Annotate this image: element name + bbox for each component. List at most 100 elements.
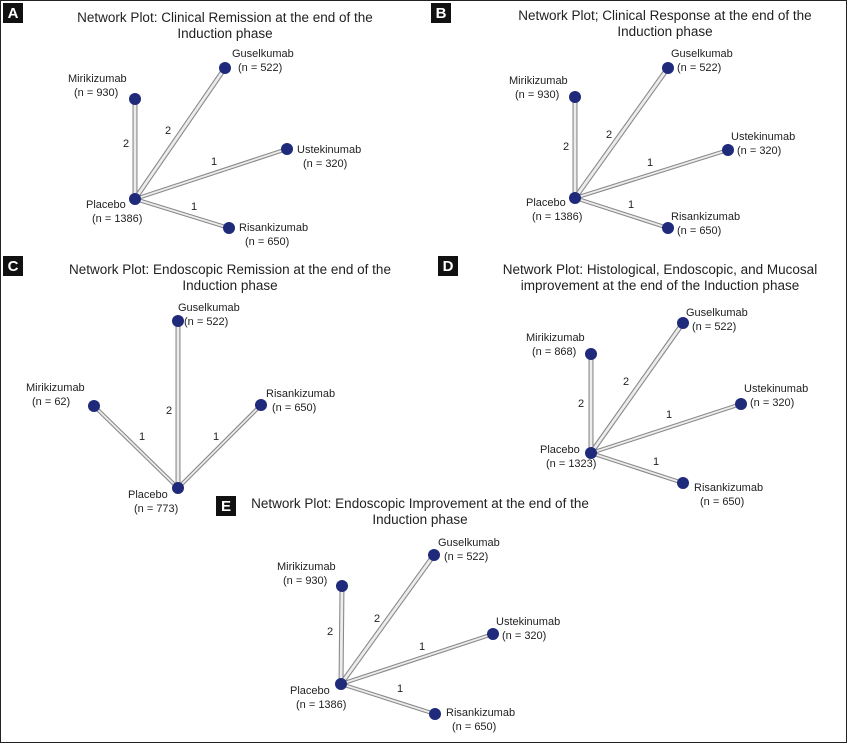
node-placebo [335, 678, 347, 690]
node-ustek [281, 143, 293, 155]
node-sample-size-risan: (n = 650) [677, 225, 721, 237]
panel-letter-badge [438, 256, 458, 276]
node-miri [585, 348, 597, 360]
node-sample-size-miri: (n = 868) [532, 346, 576, 358]
node-risan [223, 222, 235, 234]
edge-study-count-risan: 1 [397, 683, 403, 695]
node-label-miri: Mirikizumab [68, 73, 127, 85]
node-sample-size-placebo: (n = 773) [134, 503, 178, 515]
node-sample-size-placebo: (n = 1386) [532, 211, 582, 223]
node-ustek [487, 628, 499, 640]
node-sample-size-ustek: (n = 320) [502, 630, 546, 642]
node-gusel [677, 317, 689, 329]
edge-study-count-gusel: 2 [166, 405, 172, 417]
node-sample-size-ustek: (n = 320) [303, 158, 347, 170]
node-sample-size-placebo: (n = 1386) [296, 699, 346, 711]
node-label-risan: Risankizumab [671, 211, 740, 223]
panel-d: D Network Plot: Histological, Endoscopic,… [438, 256, 817, 508]
edge-line-inner-risan [574, 197, 669, 229]
node-label-miri: Mirikizumab [26, 382, 85, 394]
node-label-placebo: Placebo [540, 444, 580, 456]
node-label-placebo: Placebo [526, 197, 566, 209]
node-miri [88, 400, 100, 412]
node-sample-size-ustek: (n = 320) [737, 145, 781, 157]
node-label-risan: Risankizumab [239, 222, 308, 234]
node-label-placebo: Placebo [128, 489, 168, 501]
panel-letter-badge [216, 496, 236, 516]
edge-line-inner-ustek [340, 633, 494, 685]
edge-study-count-risan: 1 [191, 201, 197, 213]
panel-title-line: Induction phase [372, 512, 467, 527]
node-sample-size-miri: (n = 930) [515, 89, 559, 101]
node-placebo [585, 447, 597, 459]
edge-line-inner-gusel [339, 554, 436, 685]
edge-line-inner-miri [339, 585, 344, 685]
edge-study-count-gusel: 2 [606, 129, 612, 141]
panel-letter: D [443, 258, 454, 275]
node-ustek [735, 398, 747, 410]
node-label-gusel: Guselkumab [232, 48, 294, 60]
panel-title-line: improvement at the end of the Induction … [521, 278, 799, 293]
edge-study-count-ustek: 1 [647, 157, 653, 169]
node-miri [129, 93, 141, 105]
panel-title-line: Network Plot; Clinical Response at the e… [518, 8, 811, 23]
edge-study-count-risan: 1 [653, 456, 659, 468]
node-ustek [722, 144, 734, 156]
node-miri [336, 580, 348, 592]
edge-line-inner-risan [340, 683, 436, 715]
edge-line-inner-risan [134, 198, 230, 229]
node-sample-size-gusel: (n = 522) [444, 551, 488, 563]
node-label-gusel: Guselkumab [178, 302, 240, 314]
node-label-risan: Risankizumab [694, 482, 763, 494]
node-placebo [129, 193, 141, 205]
node-gusel [172, 315, 184, 327]
panel-title-line: Induction phase [182, 278, 277, 293]
node-sample-size-risan: (n = 650) [452, 721, 496, 733]
node-label-gusel: Guselkumab [438, 537, 500, 549]
panel-letter: A [8, 5, 19, 22]
node-label-ustek: Ustekinumab [731, 131, 795, 143]
panel-title-line: Network Plot: Endoscopic Remission at th… [69, 262, 391, 277]
edge-study-count-miri: 1 [139, 431, 145, 443]
panel-title-line: Network Plot: Clinical Remission at the … [77, 10, 373, 25]
node-label-miri: Mirikizumab [277, 561, 336, 573]
panel-title-line: Network Plot: Endoscopic Improvement at … [251, 496, 589, 511]
panel-title-line: Network Plot: Histological, Endoscopic, … [503, 262, 817, 277]
node-placebo [569, 192, 581, 204]
node-risan [429, 708, 441, 720]
node-risan [662, 222, 674, 234]
edge-study-count-miri: 2 [563, 141, 569, 153]
edge-study-count-miri: 2 [578, 398, 584, 410]
panel-title-line: Induction phase [617, 24, 712, 39]
edge-study-count-risan: 1 [628, 199, 634, 211]
node-risan [255, 399, 267, 411]
edge-study-count-miri: 2 [123, 138, 129, 150]
node-placebo [172, 482, 184, 494]
edge-study-count-ustek: 1 [666, 409, 672, 421]
edge-study-count-gusel: 2 [165, 125, 171, 137]
panel-title-line: Induction phase [177, 26, 272, 41]
node-sample-size-miri: (n = 62) [32, 396, 70, 408]
node-label-ustek: Ustekinumab [297, 144, 361, 156]
node-label-risan: Risankizumab [446, 707, 515, 719]
edge-line-inner-gusel [573, 67, 670, 199]
edge-line-inner-miri [93, 405, 179, 489]
edge-line-inner-risan [177, 404, 262, 489]
edge-study-count-miri: 2 [327, 626, 333, 638]
node-sample-size-placebo: (n = 1323) [546, 458, 596, 470]
panel-letter: C [8, 258, 19, 275]
edge-line-inner-risan [590, 452, 684, 484]
node-sample-size-gusel: (n = 522) [677, 62, 721, 74]
node-label-miri: Mirikizumab [509, 75, 568, 87]
edge-study-count-gusel: 2 [623, 376, 629, 388]
node-sample-size-miri: (n = 930) [283, 575, 327, 587]
edge-study-count-gusel: 2 [374, 613, 380, 625]
edge-line-inner-gusel [133, 67, 227, 200]
node-label-risan: Risankizumab [266, 388, 335, 400]
node-sample-size-risan: (n = 650) [245, 236, 289, 248]
node-label-ustek: Ustekinumab [496, 616, 560, 628]
node-label-miri: Mirikizumab [526, 332, 585, 344]
